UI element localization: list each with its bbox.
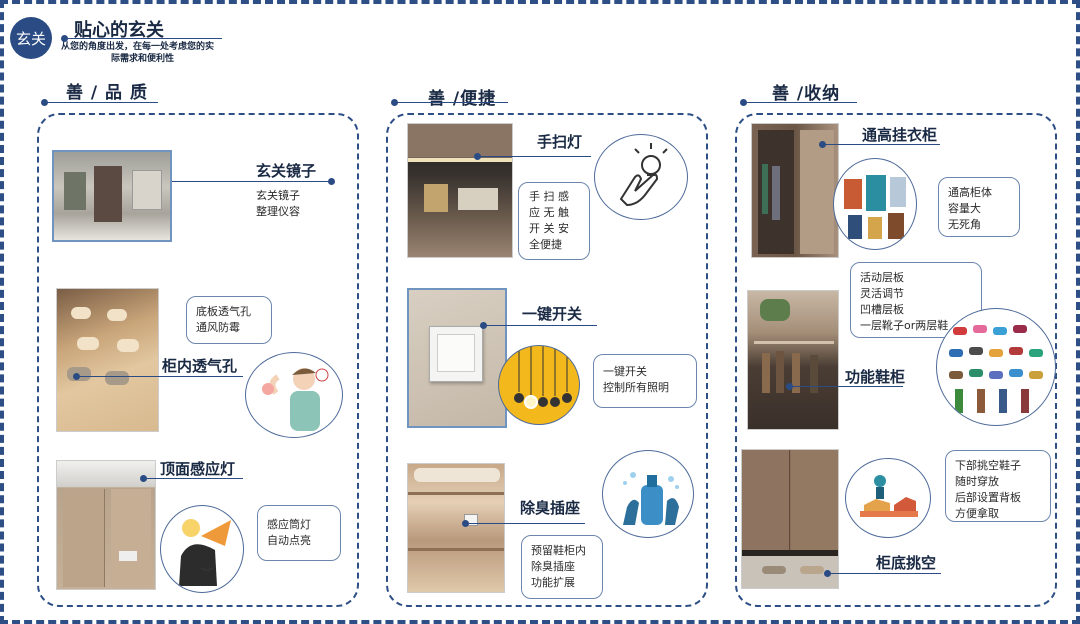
header-underline — [67, 38, 222, 39]
hand-lamp-label: 手扫灯 — [537, 133, 583, 151]
wardrobe-bubble: 通高柜体 容量大 无死角 — [938, 177, 1020, 237]
shoe-desc-4: 一层靴子or两层鞋 — [860, 319, 949, 332]
mirror-desc-2: 整理仪容 — [256, 205, 300, 218]
wardrobe-desc-1: 通高柜体 — [948, 186, 992, 199]
vent-label: 柜内透气孔 — [162, 357, 238, 375]
sneeze-illustration-icon — [245, 352, 343, 438]
page-title: 贴心的玄关 — [74, 20, 164, 41]
column-dot — [391, 99, 398, 106]
wardrobe-connector — [824, 144, 940, 145]
vent-photo — [56, 288, 159, 432]
column-dot — [740, 99, 747, 106]
header-dot — [61, 35, 68, 42]
column-underline — [396, 102, 508, 103]
bottom-desc-2: 随时穿放 — [955, 475, 999, 488]
bottom-bubble: 下部挑空鞋子 随时穿放 后部设置背板 方便拿取 — [945, 450, 1051, 522]
header-subtitle-2: 际需求和便利性 — [111, 54, 175, 64]
switch-bubble: 一键开关 控制所有照明 — [593, 354, 697, 408]
column-title-storage: 善 /收纳 — [772, 84, 841, 104]
bottom-label: 柜底挑空 — [876, 554, 937, 572]
wardrobe-photo — [751, 123, 839, 258]
bottom-dot — [824, 570, 831, 577]
mirror-connector — [172, 181, 332, 182]
socket-bubble: 预留鞋柜内 除臭插座 功能扩展 — [521, 535, 603, 599]
mirror-dot — [328, 178, 335, 185]
switch-photo — [407, 288, 507, 428]
deodorant-spray-icon — [602, 450, 694, 538]
switch-desc-2: 控制所有照明 — [603, 381, 669, 394]
motion-light-illustration-icon — [160, 505, 244, 593]
vent-bubble: 底板透气孔 通风防霉 — [186, 296, 272, 344]
shoe-desc-1: 活动层板 — [860, 271, 904, 284]
shoe-desc-3: 凹槽层板 — [860, 303, 904, 316]
socket-dot — [462, 520, 469, 527]
wardrobe-desc-3: 无死角 — [948, 218, 981, 231]
wardrobe-desc-2: 容量大 — [948, 202, 981, 215]
shoe-bubble: 活动层板 灵活调节 凹槽层板 一层靴子or两层鞋 — [850, 262, 982, 338]
wardrobe-dot — [819, 141, 826, 148]
shoe-dot — [786, 383, 793, 390]
section-badge: 玄关 — [10, 17, 52, 59]
column-title-convenience: 善 /便捷 — [428, 89, 497, 109]
ceiling-light-bubble: 感应筒灯 自动点亮 — [257, 505, 341, 561]
vent-dot — [73, 373, 80, 380]
mirror-desc-1: 玄关镜子 — [256, 189, 300, 202]
vent-desc-2: 通风防霉 — [196, 321, 240, 334]
switch-label: 一键开关 — [522, 305, 583, 323]
socket-desc-3: 功能扩展 — [531, 576, 575, 589]
mirror-photo — [52, 150, 172, 242]
panel-quality — [37, 113, 359, 607]
hand-lamp-connector — [479, 156, 591, 157]
hand-lamp-desc-3: 开 关 安 — [529, 222, 569, 235]
hand-lamp-desc-2: 应 无 触 — [529, 206, 569, 219]
shoe-rack-icon — [845, 458, 931, 538]
hand-lamp-dot — [474, 153, 481, 160]
shoe-label: 功能鞋柜 — [845, 368, 906, 386]
ceiling-light-label: 顶面感应灯 — [160, 460, 236, 478]
column-underline — [46, 102, 158, 103]
hand-lamp-photo — [407, 123, 513, 258]
panel-convenience — [386, 113, 708, 607]
shoes-icon — [936, 308, 1056, 426]
switch-connector — [485, 325, 597, 326]
ceiling-light-dot — [140, 475, 147, 482]
column-title-quality: 善 / 品 质 — [66, 83, 148, 103]
bottom-desc-3: 后部设置背板 — [955, 491, 1021, 504]
hand-wave-icon — [594, 134, 688, 220]
socket-desc-1: 预留鞋柜内 — [531, 544, 586, 557]
vent-connector — [78, 376, 243, 377]
ceiling-light-connector — [145, 478, 243, 479]
bottom-desc-1: 下部挑空鞋子 — [955, 459, 1021, 472]
column-dot — [41, 99, 48, 106]
shoe-cabinet-photo — [747, 290, 839, 430]
hand-lamp-desc-1: 手 扫 感 — [529, 190, 569, 203]
shoe-desc-2: 灵活调节 — [860, 287, 904, 300]
wardrobe-label: 通高挂衣柜 — [862, 126, 938, 144]
switch-dot — [480, 322, 487, 329]
bottom-connector — [829, 573, 941, 574]
shoe-connector — [791, 386, 903, 387]
cabinet-bottom-photo — [741, 449, 839, 589]
socket-desc-2: 除臭插座 — [531, 560, 575, 573]
ceiling-light-desc-1: 感应筒灯 — [267, 518, 311, 531]
hand-lamp-desc-4: 全便捷 — [529, 238, 562, 251]
header-subtitle-1: 从您的角度出发，在每一处考虑您的实 — [61, 42, 215, 52]
hand-lamp-bubble: 手 扫 感 应 无 触 开 关 安 全便捷 — [518, 182, 590, 260]
mirror-label: 玄关镜子 — [256, 162, 317, 180]
switch-desc-1: 一键开关 — [603, 365, 647, 378]
column-underline — [745, 102, 857, 103]
panel-storage — [735, 113, 1057, 607]
ceiling-light-photo — [56, 460, 156, 590]
vent-desc-1: 底板透气孔 — [196, 305, 251, 318]
lightbulb-row-icon — [498, 345, 580, 425]
bottom-desc-4: 方便拿取 — [955, 507, 999, 520]
socket-photo — [407, 463, 505, 593]
socket-label: 除臭插座 — [520, 499, 581, 517]
ceiling-light-desc-2: 自动点亮 — [267, 534, 311, 547]
clothes-icon — [833, 158, 917, 250]
socket-connector — [467, 523, 585, 524]
